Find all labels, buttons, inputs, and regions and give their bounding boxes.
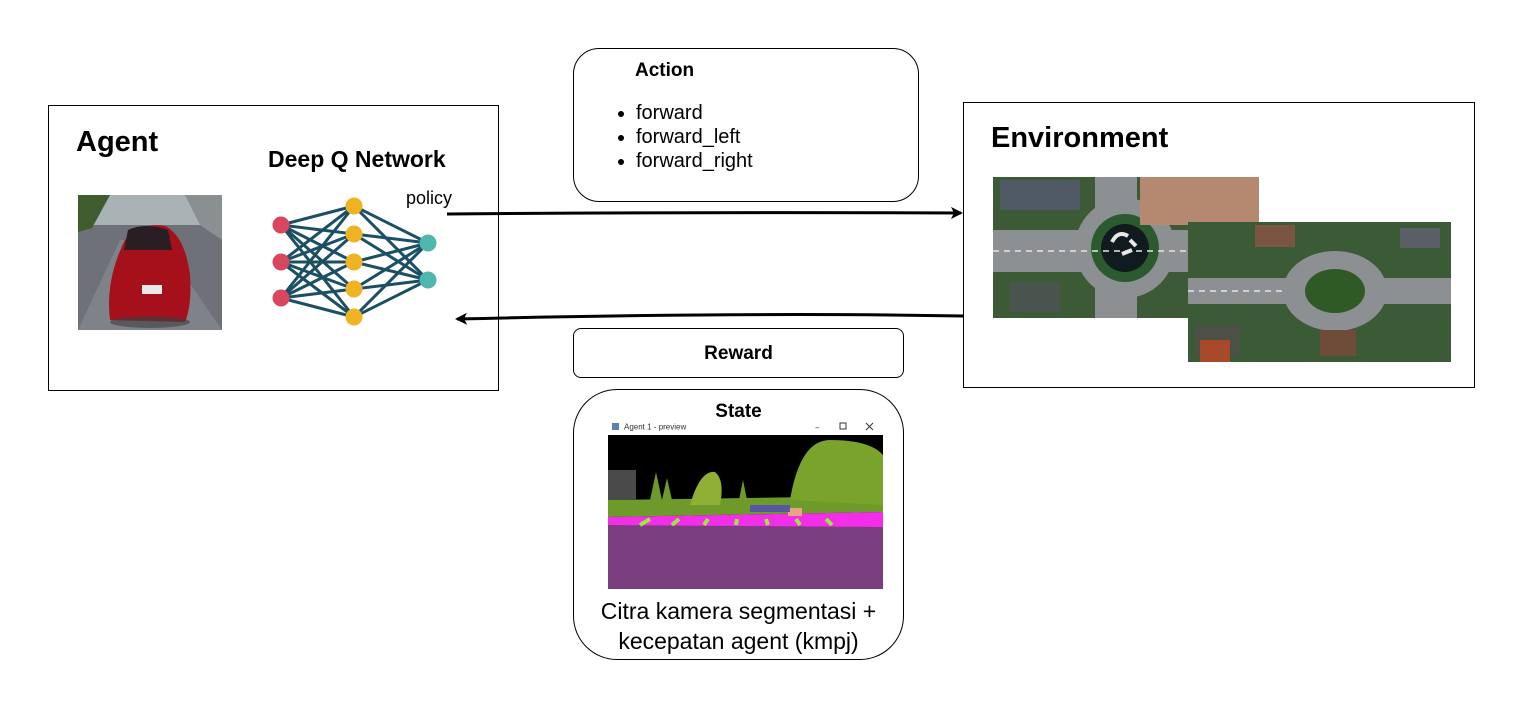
network-edge <box>353 232 429 282</box>
environment-map-image-loop <box>1188 222 1451 362</box>
action-box: Action forward forward_left forward_righ… <box>573 48 919 202</box>
action-arrow <box>446 206 963 219</box>
deep-q-network-graphic <box>272 197 437 326</box>
network-input-node <box>272 216 290 234</box>
network-edge <box>352 241 430 319</box>
state-caption: Citra kamera segmentasi + kecepatan agen… <box>574 596 903 656</box>
state-caption-line1: Citra kamera segmentasi + <box>600 598 877 624</box>
network-input-node <box>272 253 290 271</box>
network-edge <box>352 204 430 282</box>
reward-title: Reward <box>704 343 773 364</box>
network-edge <box>353 241 429 264</box>
network-edge <box>353 260 429 282</box>
network-edge <box>353 232 429 245</box>
preview-window-title: Agent 1 - preview <box>624 423 686 432</box>
network-output-node <box>419 234 437 252</box>
action-title: Action <box>635 60 695 81</box>
network-title: Deep Q Network <box>268 146 446 172</box>
action-list: forward forward_left forward_right <box>614 101 753 173</box>
car-camera-image <box>78 195 222 330</box>
network-edge <box>280 223 355 264</box>
app-icon <box>612 423 619 430</box>
action-item: forward <box>636 101 753 125</box>
network-edge <box>280 287 355 300</box>
network-edge <box>353 241 429 291</box>
network-edge <box>280 232 355 264</box>
segmentation-camera-image <box>608 435 883 589</box>
network-edge <box>280 232 355 300</box>
state-title: State <box>715 401 762 422</box>
network-edge <box>353 278 429 319</box>
network-edge <box>280 260 355 319</box>
environment-title: Environment <box>991 122 1169 154</box>
policy-label: policy <box>406 188 453 208</box>
close-icon[interactable] <box>865 422 874 431</box>
network-hidden-node <box>345 280 363 298</box>
network-hidden-node <box>345 308 363 326</box>
maximize-icon[interactable] <box>839 422 847 430</box>
network-edge <box>353 204 429 245</box>
network-edge <box>279 205 356 299</box>
network-hidden-node <box>345 197 363 215</box>
network-edge <box>280 296 355 319</box>
agent-title: Agent <box>76 126 159 158</box>
minimize-icon[interactable]: – <box>815 423 820 433</box>
action-item: forward_left <box>636 125 753 149</box>
feedback-arrow <box>455 312 964 325</box>
network-edge <box>353 278 429 291</box>
network-output-node <box>419 271 437 289</box>
network-edge <box>280 223 355 291</box>
action-item: forward_right <box>636 149 753 173</box>
segmentation-preview-window: Agent 1 - preview – <box>608 420 883 435</box>
network-edge <box>280 260 355 291</box>
network-edge <box>280 260 355 300</box>
network-hidden-node <box>345 253 363 271</box>
network-edge <box>280 204 355 227</box>
network-input-node <box>272 289 290 307</box>
state-caption-line2: kecepatan agent (kmpj) <box>618 628 859 654</box>
network-edge <box>280 204 355 264</box>
reward-box: Reward <box>573 328 904 378</box>
network-hidden-node <box>345 225 363 243</box>
network-edge <box>279 224 356 318</box>
network-edge <box>280 223 355 236</box>
